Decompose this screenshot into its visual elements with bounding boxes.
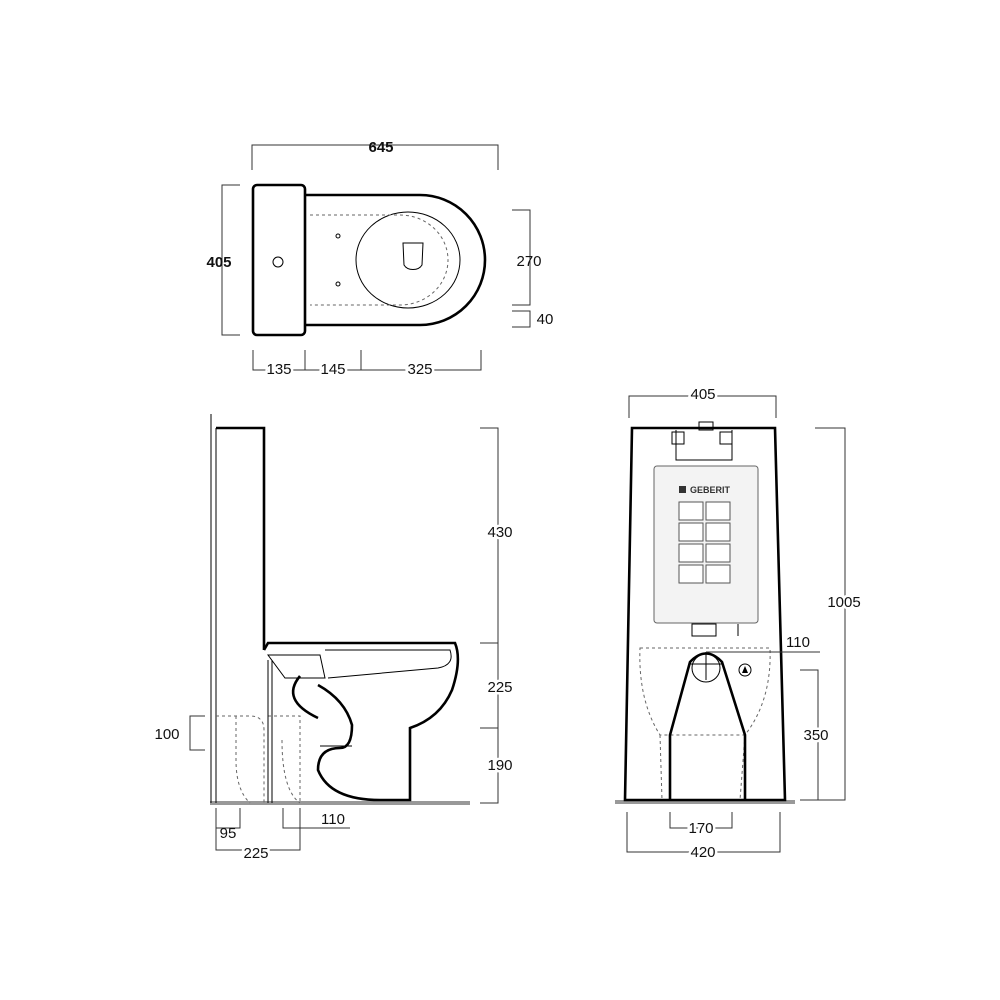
side-cistern-outline	[216, 426, 266, 650]
dim-line-420	[626, 812, 781, 853]
front-enclosure-outline	[623, 426, 787, 802]
top-drain-hole	[402, 242, 424, 270]
front-top-frame	[675, 430, 733, 461]
top-view: 645 405 270 40 135 145 325	[206, 139, 554, 381]
side-view: 430 225 190 100 95 225 110	[154, 414, 515, 865]
front-view: GEBERIT 405 1005 110	[615, 384, 863, 864]
side-waste-pipe-hidden	[281, 739, 301, 804]
geberit-logo-text: GEBERIT	[690, 485, 731, 495]
side-waste-pipe-hidden	[268, 715, 301, 803]
dim-line-350	[800, 669, 819, 801]
dim-bowl-length: 325	[407, 361, 432, 378]
front-bowl-hidden	[639, 647, 771, 736]
dim-line-100	[189, 715, 205, 751]
side-waste-pipe-hidden	[216, 715, 265, 803]
dim-side-outlet-diameter: 110	[321, 811, 345, 828]
dim-overall-depth: 405	[206, 254, 231, 271]
front-water-inlet	[738, 663, 752, 677]
dim-front-inner-width: 170	[688, 820, 713, 837]
front-fixing-bracket	[671, 431, 685, 445]
front-flush-valve	[691, 623, 717, 637]
side-trapway	[291, 675, 319, 720]
dim-cistern-height: 430	[487, 524, 512, 541]
front-water-inlet-marker	[742, 666, 748, 673]
front-top-valve	[698, 421, 714, 431]
dim-ticks-bottom	[304, 350, 362, 370]
side-bowl-outline	[262, 641, 460, 802]
side-flush-inlet	[267, 654, 326, 679]
dim-outlet-height: 190	[487, 757, 512, 774]
front-pedestal-arch	[668, 652, 747, 800]
front-fixing-bracket	[719, 431, 733, 445]
dim-overall-width: 645	[368, 139, 393, 156]
top-flush-button-hole	[272, 256, 284, 268]
side-bowl-rim	[325, 649, 452, 679]
dim-line-225	[215, 808, 301, 851]
dim-seat-gap: 145	[320, 361, 345, 378]
dim-outlet-setback: 225	[243, 845, 268, 862]
dim-front-overall-height: 1005	[827, 594, 860, 611]
geberit-logo-mark	[679, 486, 686, 493]
dim-waste-setback: 95	[220, 825, 237, 842]
dim-line-270	[512, 209, 531, 306]
dim-line-110	[282, 808, 350, 829]
top-cistern-outline	[251, 183, 307, 337]
dim-line-40	[512, 310, 531, 328]
dim-line-170	[669, 812, 733, 829]
dim-line-bottom	[252, 350, 482, 371]
top-inner-bowl-hidden	[310, 214, 449, 306]
front-pedestal-hidden	[659, 734, 746, 801]
dim-line-side-height	[480, 427, 499, 804]
top-seat-opening	[355, 211, 461, 309]
top-bowl-outline	[305, 193, 487, 327]
dim-line-95	[216, 808, 241, 829]
dim-line-645	[251, 144, 499, 170]
top-seat-fixing-hole	[335, 281, 341, 287]
dim-ticks-side	[480, 642, 498, 729]
dim-front-top-width: 405	[690, 386, 715, 403]
top-seat-fixing-hole	[335, 233, 341, 239]
dim-front-base-width: 420	[690, 844, 715, 861]
dim-front-outlet-diameter: 110	[786, 634, 810, 651]
dim-line-1005	[815, 427, 846, 801]
front-instruction-grid	[678, 501, 731, 584]
dim-waste-height: 100	[154, 726, 179, 743]
dim-cistern-width: 135	[266, 361, 291, 378]
dim-bowl-depth: 270	[516, 253, 541, 270]
side-waste-pipe-hidden	[235, 716, 251, 804]
dim-line-405	[221, 184, 240, 336]
dim-line-front-405	[628, 395, 777, 418]
dim-bowl-rim-height: 225	[487, 679, 512, 696]
dim-front-outlet-height: 350	[803, 727, 828, 744]
dim-bowl-offset: 40	[537, 311, 554, 328]
